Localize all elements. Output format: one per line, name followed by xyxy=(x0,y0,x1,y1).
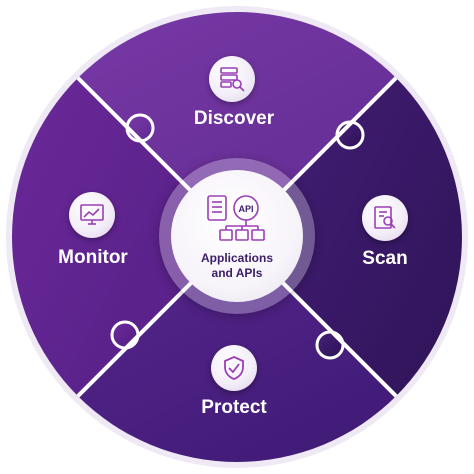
svg-text:API: API xyxy=(238,204,253,214)
monitor-chart-icon xyxy=(69,192,115,238)
api-server-icon: API xyxy=(207,195,265,241)
segment-label-monitor: Monitor xyxy=(58,247,128,268)
segment-label-protect: Protect xyxy=(201,397,267,418)
puzzle-tab-outline xyxy=(110,320,140,350)
segment-scan xyxy=(237,12,462,462)
puzzle-tab-outline xyxy=(335,120,365,150)
segment-discover xyxy=(12,12,462,237)
center-hub xyxy=(171,170,303,302)
puzzle-tab-outline xyxy=(315,330,345,360)
segment-label-scan: Scan xyxy=(362,248,408,269)
center-label-line2: and APIs xyxy=(211,266,263,280)
center-label-line1: Applications xyxy=(200,251,274,265)
shield-check-icon xyxy=(211,345,257,391)
center-label: Applications and APIs xyxy=(201,251,273,281)
server-search-icon xyxy=(209,56,255,102)
document-scan-icon xyxy=(362,195,408,241)
segment-label-discover: Discover xyxy=(193,108,275,129)
puzzle-tab-outline xyxy=(125,113,155,143)
segment-monitor xyxy=(12,12,237,462)
